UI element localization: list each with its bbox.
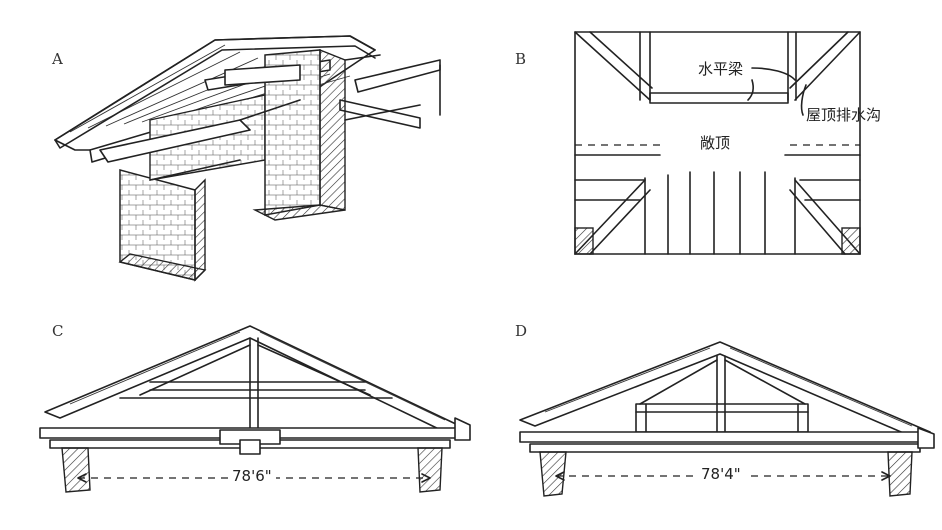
panel-d-drawing — [519, 341, 935, 497]
panel-a-label: A — [52, 50, 63, 68]
panel-a-drawing — [54, 35, 441, 282]
panel-c-label: C — [52, 322, 64, 340]
panel-c-drawing — [39, 325, 471, 493]
panel-d-label: D — [515, 322, 528, 340]
panel-b-label: B — [515, 50, 527, 68]
open-top-label: 敞顶 — [700, 134, 731, 152]
span-d-label: 78'4" — [697, 465, 745, 483]
beam-label: 水平梁 — [698, 60, 744, 78]
span-c-label: 78'6" — [228, 467, 276, 485]
panel-b-drawing — [574, 31, 861, 255]
gutter-label: 屋顶排水沟 — [806, 106, 882, 124]
